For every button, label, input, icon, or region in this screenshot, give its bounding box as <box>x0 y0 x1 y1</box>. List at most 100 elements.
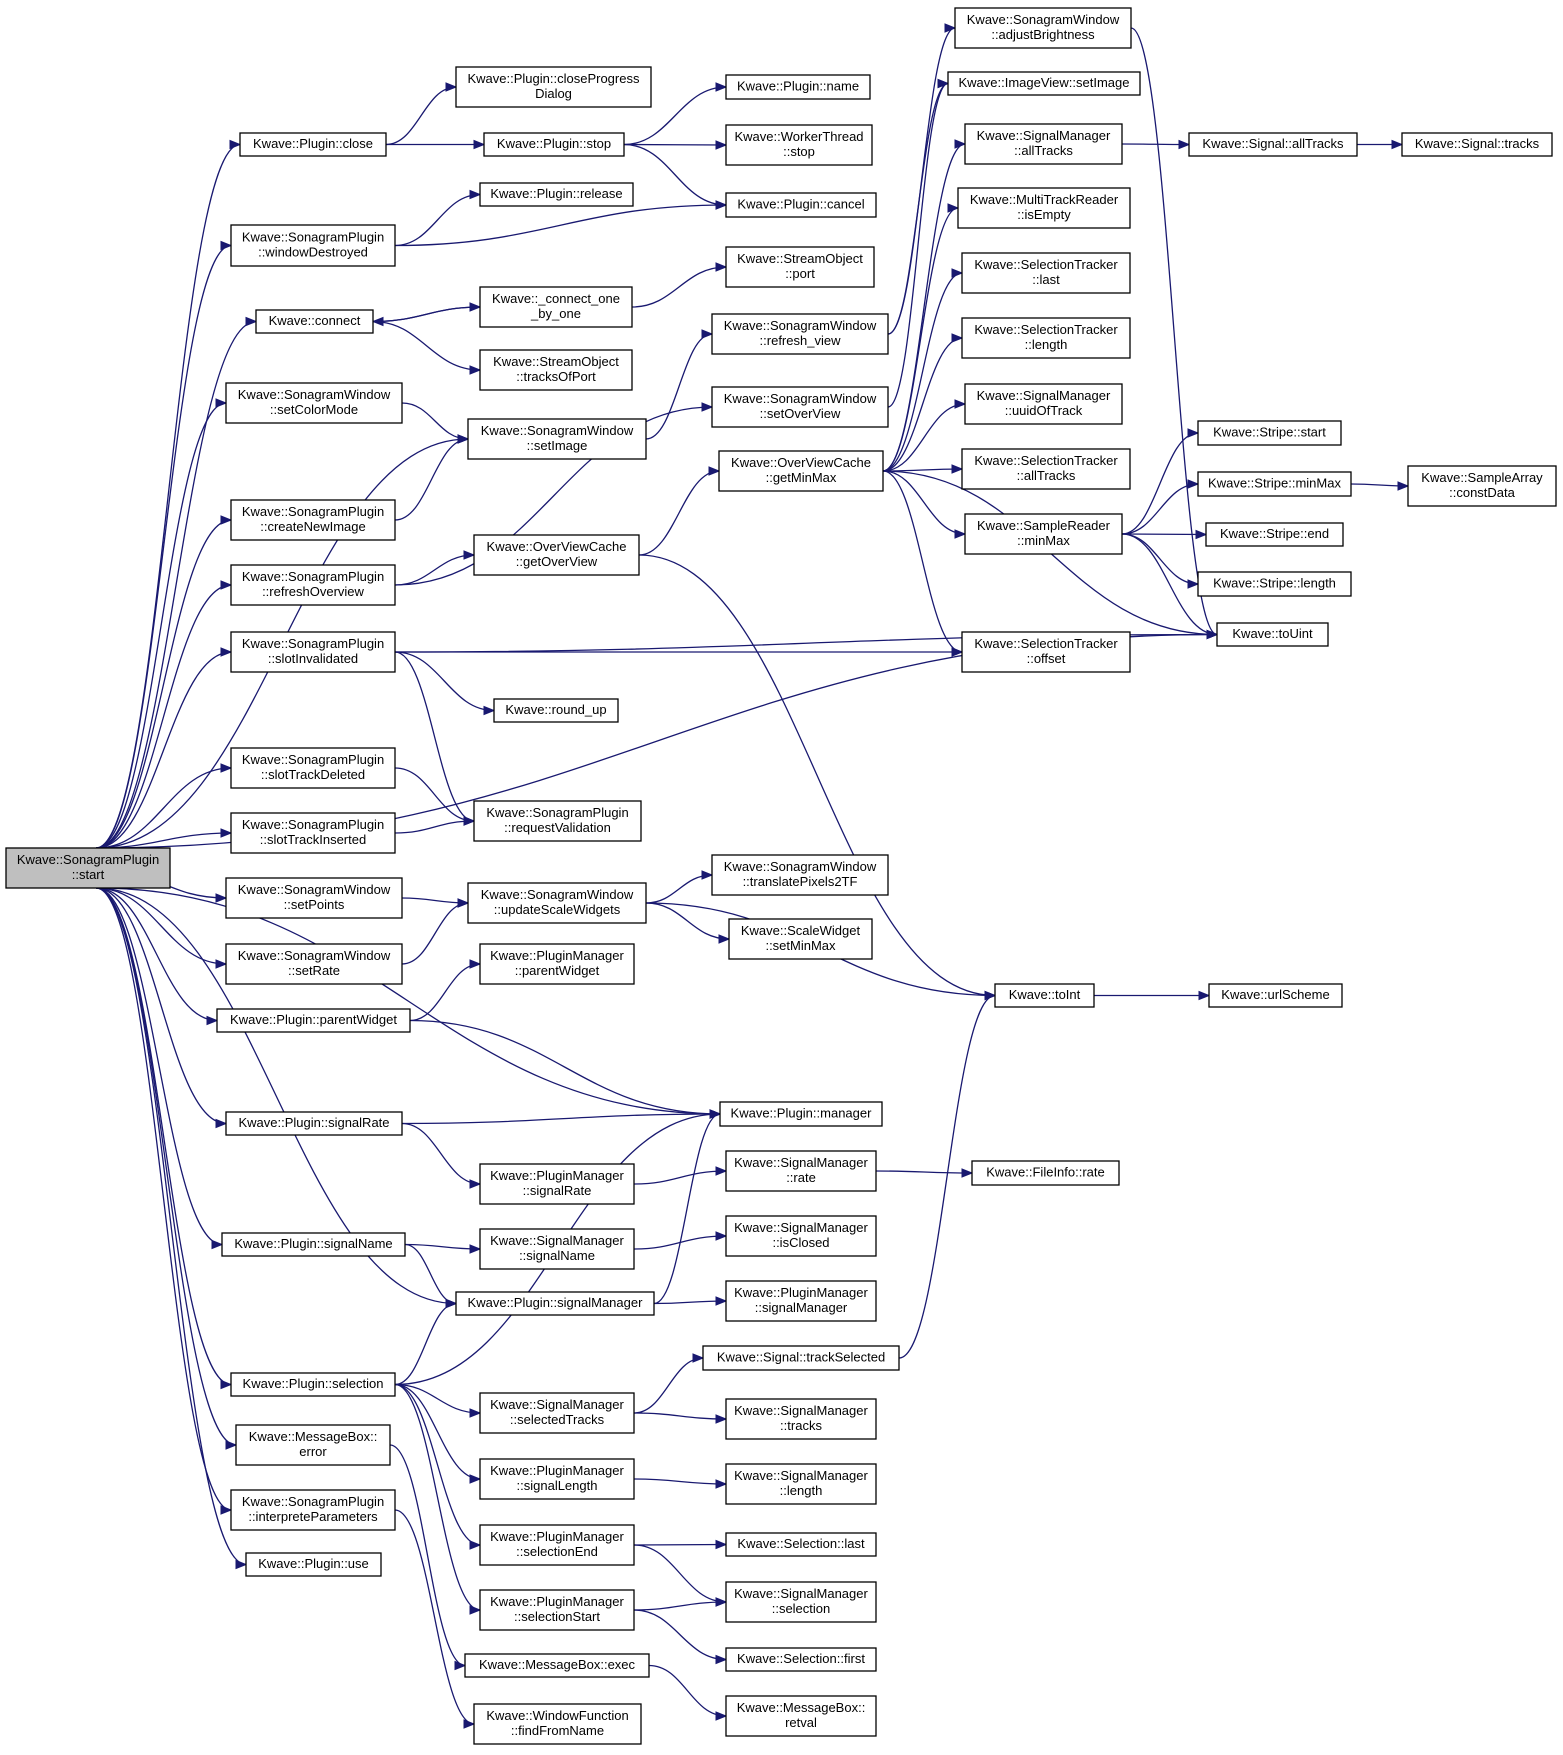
node-firate[interactable]: Kwave::FileInfo::rate <box>971 1160 1120 1186</box>
node-smlength[interactable]: Kwave::SignalManager::length <box>725 1463 877 1505</box>
node-adjustbrightness[interactable]: Kwave::SonagramWindow::adjustBrightness <box>954 7 1132 49</box>
node-selectionstart[interactable]: Kwave::PluginManager::selectionStart <box>479 1589 635 1631</box>
node-smrate[interactable]: Kwave::SignalManager::rate <box>725 1150 877 1192</box>
edge-start-to-selection <box>96 887 233 1390</box>
node-label: ::rate <box>786 1170 816 1185</box>
node-uuidoftrack[interactable]: Kwave::SignalManager::uuidOfTrack <box>964 383 1123 425</box>
node-setrate[interactable]: Kwave::SonagramWindow::setRate <box>225 943 403 985</box>
node-tracksofport[interactable]: Kwave::StreamObject::tracksOfPort <box>479 349 633 391</box>
node-mbexec[interactable]: Kwave::MessageBox::exec <box>464 1653 650 1678</box>
node-createnewimage[interactable]: Kwave::SonagramPlugin::createNewImage <box>230 499 396 541</box>
node-smsignalname[interactable]: Kwave::SignalManager::signalName <box>479 1228 635 1270</box>
node-sigalltracks[interactable]: Kwave::Signal::allTracks <box>1188 132 1358 157</box>
edge-stop-to-cancel <box>623 143 728 210</box>
node-label: Kwave::Plugin::parentWidget <box>230 1012 397 1027</box>
node-parentwidget[interactable]: Kwave::Plugin::parentWidget <box>216 1008 411 1033</box>
node-constdata[interactable]: Kwave::SampleArray::constData <box>1407 465 1557 507</box>
node-label: Kwave::_connect_one <box>492 291 620 306</box>
node-requestvalidation[interactable]: Kwave::SonagramPlugin::requestValidation <box>473 800 642 842</box>
node-cancel[interactable]: Kwave::Plugin::cancel <box>725 192 877 218</box>
node-connectone[interactable]: Kwave::_connect_one_by_one <box>479 286 633 328</box>
node-pmparentwidget[interactable]: Kwave::PluginManager::parentWidget <box>479 943 635 985</box>
node-touint[interactable]: Kwave::toUint <box>1216 622 1329 647</box>
node-mberror[interactable]: Kwave::MessageBox::error <box>235 1424 391 1466</box>
node-translatepixels[interactable]: Kwave::SonagramWindow::translatePixels2T… <box>711 854 889 896</box>
node-soport[interactable]: Kwave::StreamObject::port <box>725 246 875 288</box>
node-box <box>725 74 871 100</box>
node-signalmanager[interactable]: Kwave::Plugin::signalManager <box>455 1291 655 1316</box>
node-toint[interactable]: Kwave::toInt <box>994 983 1095 1008</box>
node-slottrackinserted[interactable]: Kwave::SonagramPlugin::slotTrackInserted <box>230 812 396 854</box>
node-smselection[interactable]: Kwave::SignalManager::selection <box>725 1581 877 1623</box>
node-pmsignalrate[interactable]: Kwave::PluginManager::signalRate <box>479 1163 635 1205</box>
node-selfirst[interactable]: Kwave::Selection::first <box>725 1647 877 1672</box>
edge-adjustbrightness-to-touint <box>1130 27 1219 640</box>
node-label: ::uuidOfTrack <box>1005 403 1083 418</box>
node-srminmax[interactable]: Kwave::SampleReader::minMax <box>964 513 1123 555</box>
node-updatescalewidgets[interactable]: Kwave::SonagramWindow::updateScaleWidget… <box>467 882 647 924</box>
node-mbretval[interactable]: Kwave::MessageBox::retval <box>725 1695 877 1737</box>
node-stop[interactable]: Kwave::Plugin::stop <box>483 132 625 157</box>
node-stalltracks[interactable]: Kwave::SelectionTracker::allTracks <box>961 448 1131 490</box>
node-urlscheme[interactable]: Kwave::urlScheme <box>1208 983 1343 1008</box>
node-smisclosed[interactable]: Kwave::SignalManager::isClosed <box>725 1215 877 1257</box>
edge-getminmax-to-mtrisempty <box>882 203 960 472</box>
node-stripestart[interactable]: Kwave::Stripe::start <box>1197 420 1342 446</box>
node-getoverview[interactable]: Kwave::OverViewCache::getOverView <box>473 534 640 576</box>
node-setpoints[interactable]: Kwave::SonagramWindow::setPoints <box>225 877 403 919</box>
node-start[interactable]: Kwave::SonagramPlugin::start <box>5 847 171 889</box>
node-manager[interactable]: Kwave::Plugin::manager <box>719 1101 883 1127</box>
node-interprete[interactable]: Kwave::SonagramPlugin::interpreteParamet… <box>230 1489 396 1531</box>
node-stripelength[interactable]: Kwave::Stripe::length <box>1197 571 1352 597</box>
node-name[interactable]: Kwave::Plugin::name <box>725 74 871 100</box>
node-mtrisempty[interactable]: Kwave::MultiTrackReader::isEmpty <box>957 187 1131 229</box>
node-use[interactable]: Kwave::Plugin::use <box>245 1552 382 1577</box>
node-close[interactable]: Kwave::Plugin::close <box>239 132 387 157</box>
node-setcolormode[interactable]: Kwave::SonagramWindow::setColorMode <box>225 382 403 424</box>
node-wtstop[interactable]: Kwave::WorkerThread::stop <box>725 124 873 166</box>
node-box <box>464 1653 650 1678</box>
node-selectionend[interactable]: Kwave::PluginManager::selectionEnd <box>479 1524 635 1566</box>
node-stripeend[interactable]: Kwave::Stripe::end <box>1205 522 1344 547</box>
node-stlast[interactable]: Kwave::SelectionTracker::last <box>961 252 1131 294</box>
node-refreshview[interactable]: Kwave::SonagramWindow::refresh_view <box>711 313 889 355</box>
node-pmsignalmanager[interactable]: Kwave::PluginManager::signalManager <box>725 1280 877 1322</box>
node-label: ::getMinMax <box>766 470 837 485</box>
node-swsetminmax[interactable]: Kwave::ScaleWidget::setMinMax <box>728 918 873 960</box>
node-getminmax[interactable]: Kwave::OverViewCache::getMinMax <box>718 450 884 492</box>
node-label: Kwave::Plugin::signalName <box>234 1236 392 1251</box>
node-signalrate[interactable]: Kwave::Plugin::signalRate <box>225 1111 403 1136</box>
node-selection[interactable]: Kwave::Plugin::selection <box>230 1372 396 1397</box>
node-smtracks[interactable]: Kwave::SignalManager::tracks <box>725 1398 877 1440</box>
node-sellast[interactable]: Kwave::Selection::last <box>725 1532 877 1557</box>
edge-selection-to-signalmanager <box>394 1298 458 1386</box>
node-signalname[interactable]: Kwave::Plugin::signalName <box>221 1232 406 1257</box>
node-trackselected[interactable]: Kwave::Signal::trackSelected <box>702 1345 900 1371</box>
node-label: ::setRate <box>288 963 340 978</box>
node-swsetimage[interactable]: Kwave::SonagramWindow::setImage <box>467 418 647 460</box>
node-stlength[interactable]: Kwave::SelectionTracker::length <box>961 317 1131 359</box>
node-stoffset[interactable]: Kwave::SelectionTracker::offset <box>961 631 1131 673</box>
node-box <box>964 513 1123 555</box>
node-label: Kwave::Plugin::use <box>258 1556 369 1571</box>
node-stripeminmax[interactable]: Kwave::Stripe::minMax <box>1197 471 1352 497</box>
node-roundup[interactable]: Kwave::round_up <box>493 698 619 723</box>
node-signallength[interactable]: Kwave::PluginManager::signalLength <box>479 1458 635 1500</box>
node-selectedtracks[interactable]: Kwave::SignalManager::selectedTracks <box>479 1392 635 1434</box>
node-ivsetimage[interactable]: Kwave::ImageView::setImage <box>947 71 1141 96</box>
node-box <box>230 812 396 854</box>
node-setoverview[interactable]: Kwave::SonagramWindow::setOverView <box>711 386 889 428</box>
node-windowdestroyed[interactable]: Kwave::SonagramPlugin::windowDestroyed <box>230 224 396 267</box>
node-refreshoverview[interactable]: Kwave::SonagramPlugin::refreshOverview <box>230 564 396 606</box>
node-findfromname[interactable]: Kwave::WindowFunction::findFromName <box>473 1703 642 1745</box>
node-slotinvalidated[interactable]: Kwave::SonagramPlugin::slotInvalidated <box>230 631 396 673</box>
node-label: Kwave::round_up <box>505 702 606 717</box>
node-label: Kwave::SonagramPlugin <box>242 569 384 584</box>
node-connect[interactable]: Kwave::connect <box>255 309 374 334</box>
node-slottrackdeleted[interactable]: Kwave::SonagramPlugin::slotTrackDeleted <box>230 747 396 789</box>
node-release[interactable]: Kwave::Plugin::release <box>479 182 634 207</box>
node-label: Kwave::PluginManager <box>490 948 624 963</box>
node-sigtracks[interactable]: Kwave::Signal::tracks <box>1401 132 1553 157</box>
node-smalltracks[interactable]: Kwave::SignalManager::allTracks <box>964 123 1123 165</box>
